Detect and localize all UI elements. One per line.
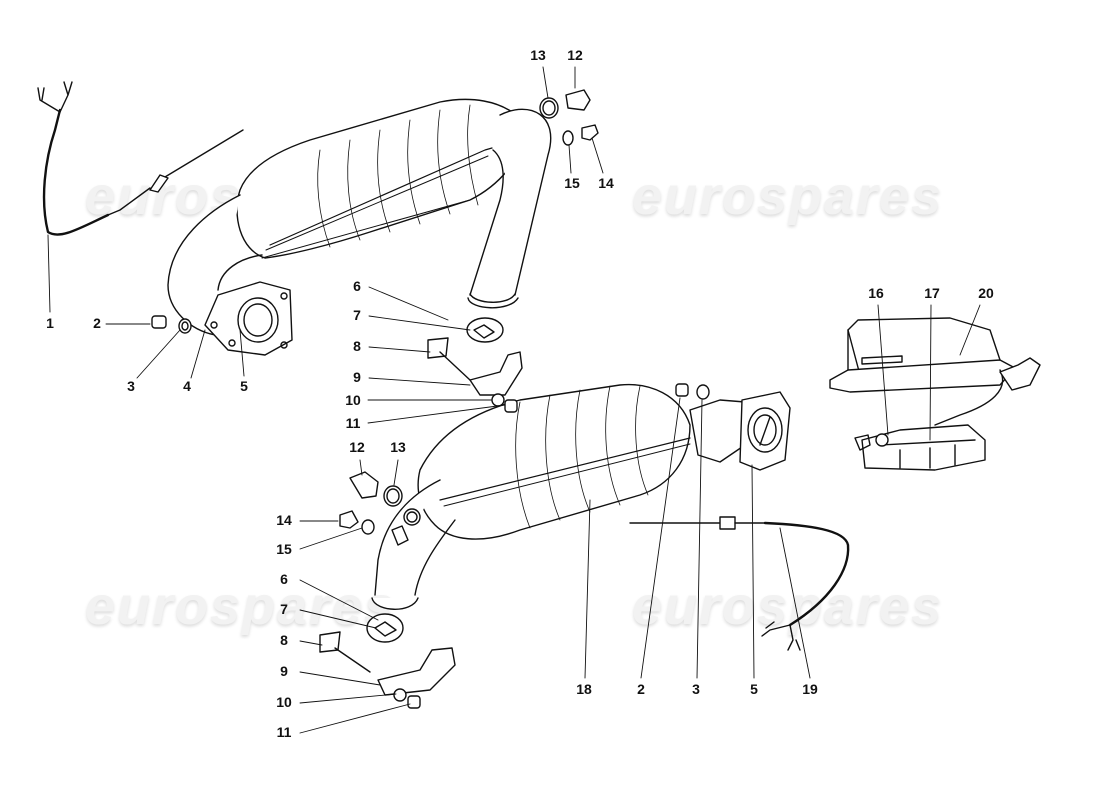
callout-9: 9 — [353, 369, 361, 385]
callout-7: 7 — [353, 307, 361, 323]
fittings — [151, 89, 710, 709]
callout-16: 16 — [868, 285, 884, 301]
callout-10: 10 — [345, 392, 361, 408]
lambda-sensor-upper — [37, 81, 244, 236]
leader-lines — [47, 66, 981, 734]
callout-5: 5 — [240, 378, 248, 394]
callout-9: 9 — [280, 663, 288, 679]
lambda-sensor-lower — [629, 516, 850, 651]
callout-13: 13 — [530, 47, 546, 63]
callout-12: 12 — [349, 439, 365, 455]
callout-3: 3 — [692, 681, 700, 697]
control-unit — [829, 317, 1041, 471]
callout-19: 19 — [802, 681, 818, 697]
callout-7: 7 — [280, 601, 288, 617]
watermark: eurospares — [85, 576, 397, 636]
callout-6: 6 — [280, 571, 288, 587]
callout-4: 4 — [183, 378, 191, 394]
callout-17: 17 — [924, 285, 940, 301]
callout-3: 3 — [127, 378, 135, 394]
callout-20: 20 — [978, 285, 994, 301]
callout-14: 14 — [598, 175, 614, 191]
callout-18: 18 — [576, 681, 592, 697]
callout-15: 15 — [276, 541, 292, 557]
callout-1: 1 — [46, 315, 54, 331]
lower-catalytic-converter — [371, 383, 791, 610]
callout-13: 13 — [390, 439, 406, 455]
callout-5: 5 — [750, 681, 758, 697]
callout-14: 14 — [276, 512, 292, 528]
callout-8: 8 — [353, 338, 361, 354]
callout-11: 11 — [276, 724, 292, 740]
watermark: eurospares — [632, 166, 944, 226]
callout-11: 11 — [345, 415, 361, 431]
callout-2: 2 — [93, 315, 101, 331]
upper-catalytic-converter — [167, 98, 552, 356]
callout-8: 8 — [280, 632, 288, 648]
callout-2: 2 — [637, 681, 645, 697]
callout-12: 12 — [567, 47, 583, 63]
callout-10: 10 — [276, 694, 292, 710]
callout-15: 15 — [564, 175, 580, 191]
callout-6: 6 — [353, 278, 361, 294]
